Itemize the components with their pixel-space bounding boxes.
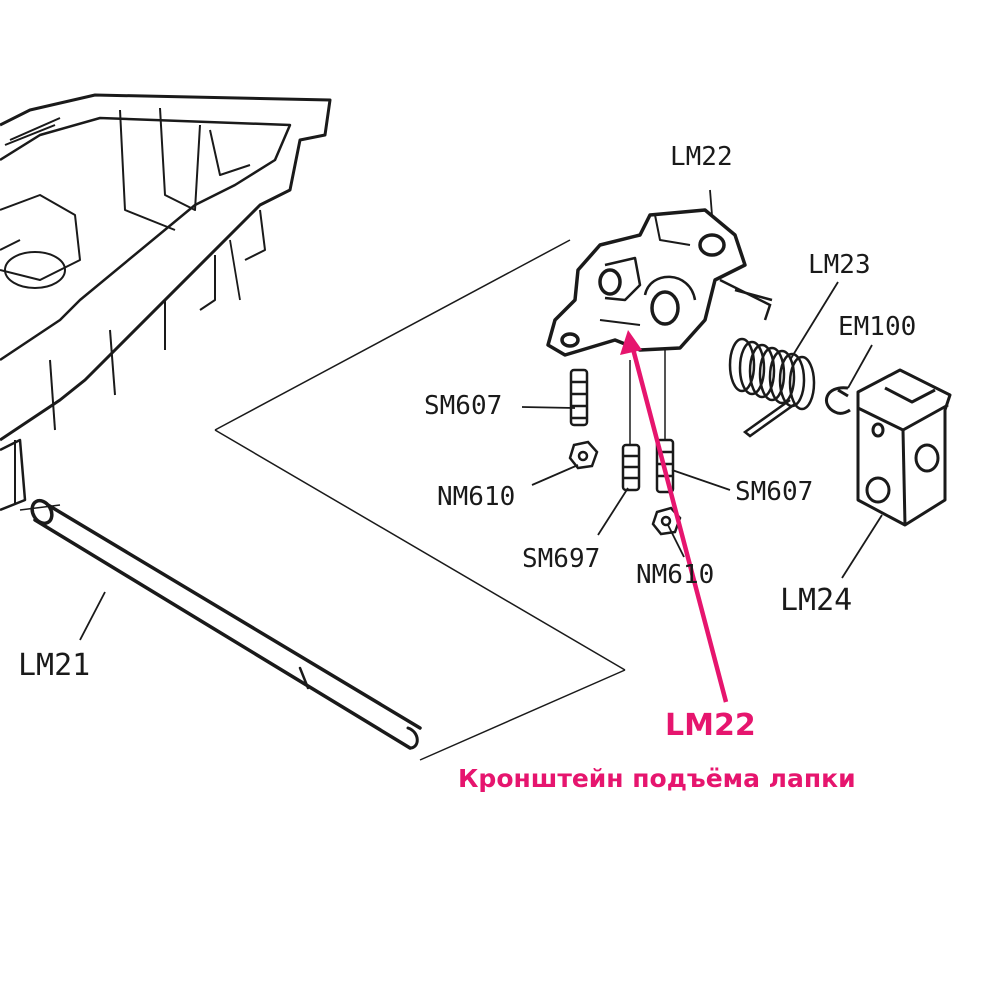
highlight-part-description: Кронштейн подъёма лапки bbox=[458, 764, 856, 793]
highlight-part-code: LM22 bbox=[665, 708, 756, 743]
label-lm23: LM23 bbox=[808, 250, 871, 280]
leader-lines bbox=[79, 189, 883, 641]
label-lm21: LM21 bbox=[18, 648, 90, 683]
screw-sm607-left bbox=[569, 368, 589, 427]
label-nm610-right: NM610 bbox=[636, 560, 714, 590]
label-lm22-top: LM22 bbox=[670, 142, 733, 172]
label-sm697: SM697 bbox=[522, 544, 600, 574]
label-lm24: LM24 bbox=[780, 583, 852, 618]
nut-nm610-left bbox=[568, 440, 599, 470]
machine-housing bbox=[0, 93, 332, 512]
bracket-lm22 bbox=[546, 208, 747, 357]
label-sm607-left: SM607 bbox=[424, 391, 502, 421]
shaft-lm21 bbox=[30, 498, 422, 750]
assembly-plane-outline bbox=[19, 239, 626, 761]
nut-nm610-right bbox=[651, 506, 682, 536]
block-lm24 bbox=[856, 368, 952, 527]
spring-lm23 bbox=[719, 278, 816, 438]
screw-sm697 bbox=[621, 360, 641, 492]
highlight-arrow bbox=[620, 330, 729, 703]
label-nm610-left: NM610 bbox=[437, 482, 515, 512]
screw-sm607-right bbox=[655, 350, 675, 494]
label-sm607-right: SM607 bbox=[735, 477, 813, 507]
clip-em100 bbox=[824, 386, 851, 415]
label-em100: EM100 bbox=[838, 312, 916, 342]
